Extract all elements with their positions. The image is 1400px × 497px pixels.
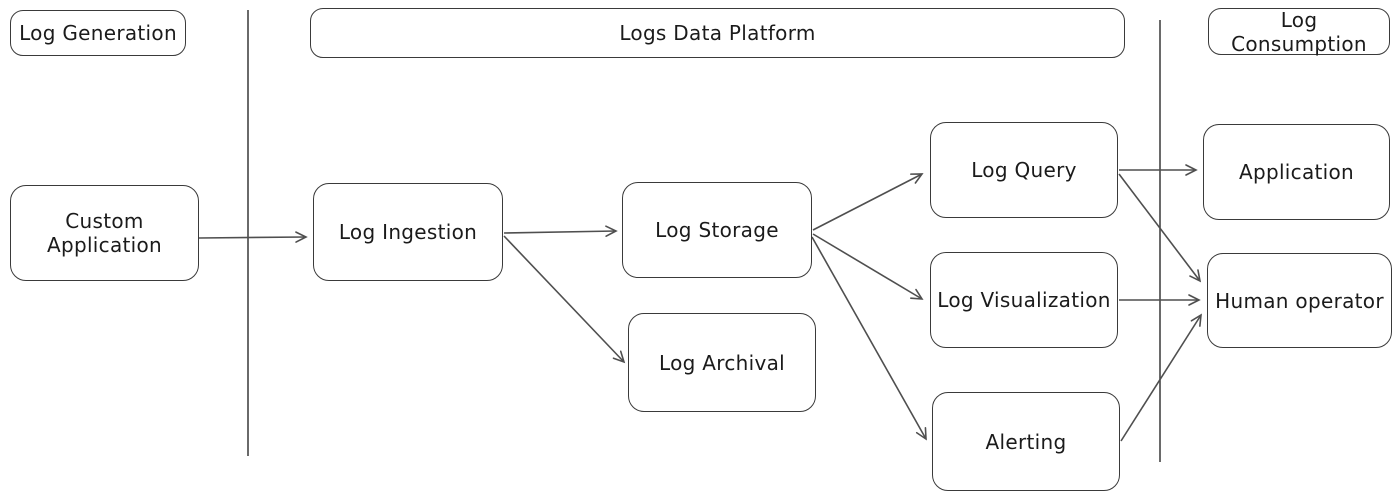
node-human-operator: Human operator [1207, 253, 1392, 348]
node-label: Custom Application [46, 209, 163, 257]
node-label: Log Archival [658, 350, 786, 375]
edge-log-storage-to-log-query [812, 173, 924, 231]
node-application: Application [1203, 124, 1390, 220]
edge-log-storage-to-log-visualization [812, 233, 924, 300]
node-log-storage: Log Storage [622, 182, 812, 278]
node-custom-application: Custom Application [10, 185, 199, 281]
section-header-label: Log Generation [19, 21, 177, 45]
node-label: Alerting [985, 429, 1067, 454]
section-header-label: Log Consumption [1231, 7, 1367, 56]
section-header-label: Logs Data Platform [619, 21, 816, 45]
edge-alerting-to-human-operator [1120, 313, 1202, 442]
node-log-ingestion: Log Ingestion [313, 183, 503, 281]
edge-log-query-to-human-operator [1118, 173, 1202, 283]
edge-custom-application-to-log-ingestion [198, 231, 308, 243]
section-header-log-generation: Log Generation [10, 10, 186, 56]
node-log-query: Log Query [930, 122, 1118, 218]
section-header-log-consumption: Log Consumption [1208, 7, 1390, 56]
node-label: Log Ingestion [338, 220, 478, 244]
section-header-logs-data-platform: Logs Data Platform [310, 8, 1125, 58]
node-label: Application [1238, 160, 1355, 184]
node-log-visualization: Log Visualization [930, 252, 1118, 348]
node-log-archival: Log Archival [628, 313, 816, 412]
node-label: Log Query [971, 158, 1077, 182]
edge-log-ingestion-to-log-storage [503, 225, 618, 237]
node-label: Log Storage [655, 218, 779, 242]
node-label: Human operator [1215, 288, 1384, 313]
edge-log-storage-to-alerting [811, 236, 927, 441]
node-alerting: Alerting [932, 392, 1120, 491]
edge-log-ingestion-to-log-archival [503, 235, 626, 364]
node-label: Log Visualization [937, 288, 1111, 312]
